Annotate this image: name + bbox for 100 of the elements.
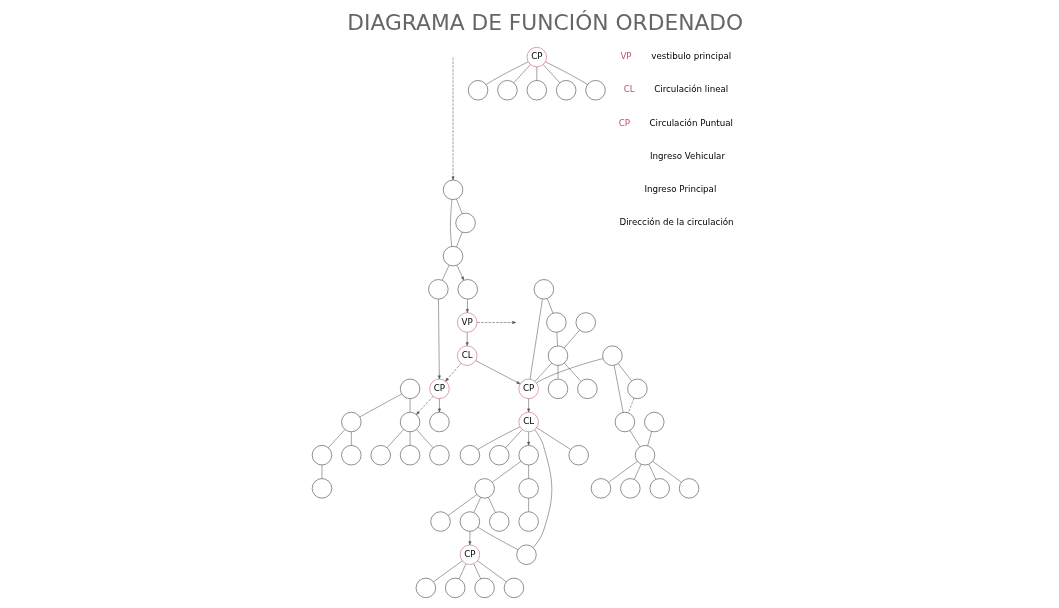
connector [504, 429, 523, 448]
node-circle [643, 411, 664, 433]
node-circle: VP [456, 312, 477, 333]
legend-label: vestibulo principal [650, 51, 731, 62]
node-circle [533, 279, 554, 300]
node-circle [311, 445, 332, 466]
connector [527, 497, 529, 512]
arrow [415, 396, 433, 415]
connector [532, 429, 552, 548]
label: CP [618, 117, 630, 128]
node-circle [518, 478, 539, 499]
connector [491, 461, 521, 483]
connector [358, 393, 402, 418]
node-circle [568, 445, 589, 466]
connector [556, 332, 558, 346]
node-circle [467, 80, 488, 101]
connector [542, 64, 560, 84]
connector [415, 429, 433, 448]
node-circle [555, 80, 576, 101]
node-circle [429, 511, 451, 532]
node-circle [459, 511, 480, 532]
connector [455, 232, 462, 248]
node-circle [547, 378, 568, 399]
connector [327, 429, 345, 448]
node-circle [503, 577, 524, 598]
connector [629, 430, 640, 447]
legend-label: Circulación Puntual [649, 117, 733, 128]
arrow [476, 321, 516, 324]
connector [563, 362, 581, 382]
legend-label: Ingreso Vehicular [649, 150, 725, 161]
arrow [437, 398, 441, 413]
legend-label: Circulación lineal [653, 84, 728, 95]
connector [529, 298, 543, 380]
diagram-title: DIAGRAMA DE FUNCIÓN ORDENADO [346, 9, 743, 35]
arrow [468, 531, 471, 546]
connector [409, 398, 410, 413]
node-circle [311, 478, 332, 499]
connector [477, 527, 518, 550]
connector [476, 560, 506, 582]
connector [627, 397, 634, 413]
connector [648, 464, 656, 480]
connector [527, 464, 529, 479]
node-circle [488, 511, 509, 532]
node-circle: CL [518, 411, 539, 433]
connector [455, 198, 462, 214]
connector [409, 431, 410, 446]
label: VP [619, 51, 632, 62]
node-circle [340, 411, 361, 433]
connector [651, 461, 682, 483]
node-circle [457, 279, 478, 300]
arrow [437, 298, 441, 380]
arrow [456, 265, 464, 281]
node-circle [614, 411, 635, 433]
connector [441, 265, 449, 281]
node-circle [626, 378, 647, 399]
connector [386, 429, 404, 448]
connector [449, 199, 452, 247]
node-circle: CP [526, 47, 547, 68]
connector [557, 365, 558, 380]
legend-label: Dirección de la circulación [619, 217, 734, 228]
node-circle [370, 445, 391, 466]
connector [536, 66, 537, 81]
connector [563, 329, 580, 349]
node-circle [474, 478, 495, 499]
connector [534, 362, 552, 382]
node-circle [415, 577, 436, 598]
connector [646, 431, 652, 446]
node-circle [442, 179, 463, 200]
connector [350, 431, 352, 446]
node-circle [649, 478, 670, 499]
node-circle [459, 445, 480, 466]
connector [487, 497, 496, 513]
arrow [465, 298, 469, 313]
node-circle [428, 411, 449, 433]
arrow [465, 332, 469, 346]
node-circle [526, 80, 547, 101]
node-circle [496, 80, 517, 101]
node-circle [455, 212, 476, 233]
node-circle [678, 478, 699, 499]
node-circle [576, 378, 597, 399]
node-circle [340, 445, 361, 466]
legend-label: Ingreso Principal [643, 183, 716, 194]
connector [447, 494, 477, 516]
connector [535, 358, 603, 384]
node-circle [474, 577, 495, 598]
node-circle [634, 445, 655, 466]
node-circle [488, 445, 509, 466]
connector [321, 464, 322, 479]
arrow [526, 431, 530, 446]
node-circle [427, 279, 448, 300]
node-circle [428, 445, 449, 466]
connector [432, 560, 462, 582]
connector [458, 563, 466, 579]
arrow [474, 360, 520, 385]
connector [473, 497, 481, 513]
node-circle [399, 378, 420, 399]
connector [477, 426, 520, 450]
node-circle [575, 312, 596, 333]
node-circle [585, 80, 606, 101]
connector [535, 427, 571, 450]
